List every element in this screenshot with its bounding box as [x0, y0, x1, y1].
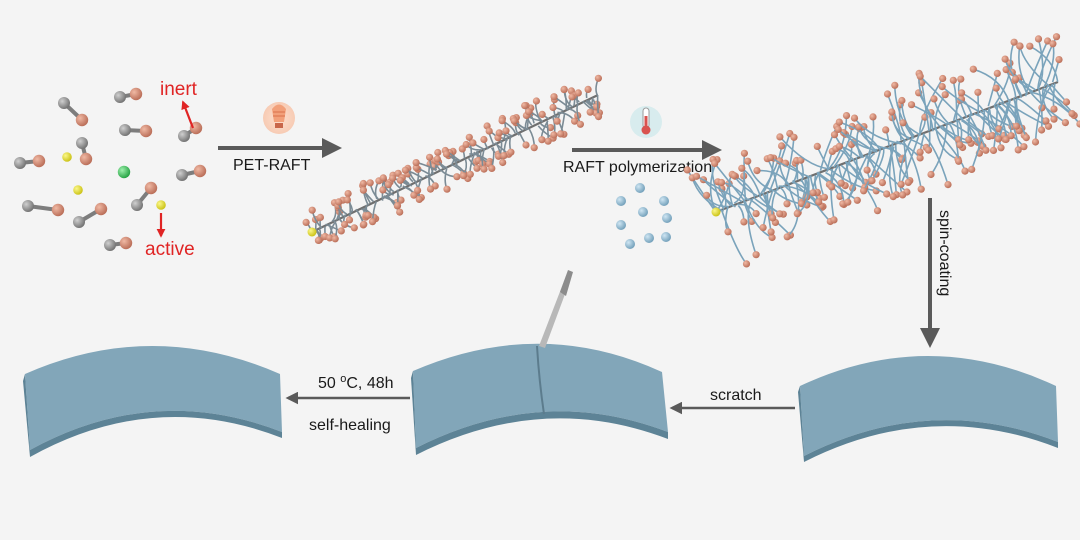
active-agent-bead: [73, 185, 83, 195]
monomer-bead: [178, 130, 190, 142]
blue-monomer: [644, 233, 654, 243]
monomer-scatter: [14, 87, 207, 251]
monomer-bead: [94, 202, 108, 216]
blue-monomer: [638, 207, 648, 217]
film-scratched: [411, 343, 668, 455]
monomer-bead: [193, 164, 207, 178]
scratch-label: scratch: [710, 387, 762, 404]
active-agent-bead: [62, 152, 72, 162]
pet-raft-label: PET-RAFT: [233, 157, 311, 174]
film-pristine: [798, 356, 1058, 462]
monomer-bead: [51, 203, 65, 217]
monomer-bead: [119, 236, 133, 250]
monomer-bead: [176, 169, 188, 181]
thermometer-icon: [630, 106, 662, 138]
blue-monomer: [659, 196, 669, 206]
catalyst-bead: [117, 165, 131, 179]
raft-polymerization-label: RAFT polymerization: [563, 159, 712, 176]
blue-monomer: [661, 232, 671, 242]
chain-end-agent: [711, 207, 721, 217]
monomer-bead: [58, 97, 70, 109]
inert-pointer-arrow: [181, 100, 195, 129]
spin-coating-label: spin-coating: [936, 210, 953, 296]
scalpel-icon: [539, 270, 573, 348]
monomer-bead: [79, 152, 93, 166]
active-agent-bead: [156, 200, 166, 210]
monomer-bead: [144, 181, 158, 195]
monomer-bead: [129, 87, 143, 101]
monomer-bead: [14, 157, 26, 169]
monomer-bead: [76, 137, 88, 149]
blue-monomer: [616, 220, 626, 230]
blue-monomer: [625, 239, 635, 249]
monomer-bead: [119, 124, 131, 136]
monomer-bead: [131, 199, 143, 211]
monomer-bead: [73, 216, 85, 228]
monomer-bead: [75, 113, 89, 127]
monomer-bead: [104, 239, 116, 251]
short-bottlebrush-polymer: [302, 74, 604, 244]
inert-label: inert: [160, 79, 198, 100]
monomer-bead: [114, 91, 126, 103]
monomer-bead: [32, 154, 46, 168]
self-healing-label: self-healing: [309, 417, 391, 434]
monomer-bead: [22, 200, 34, 212]
blue-monomer: [662, 213, 672, 223]
blue-monomer: [635, 183, 645, 193]
blue-monomers: [616, 183, 672, 249]
active-label: active: [145, 239, 195, 260]
film-healed: [23, 346, 282, 457]
blue-monomer: [616, 196, 626, 206]
monomer-bead: [139, 124, 153, 138]
light-bulb-icon: [263, 102, 295, 134]
long-bottlebrush-polymer: [683, 33, 1080, 268]
chain-end-agent: [307, 227, 317, 237]
healing-condition-label: 50 oC, 48h: [318, 373, 394, 392]
